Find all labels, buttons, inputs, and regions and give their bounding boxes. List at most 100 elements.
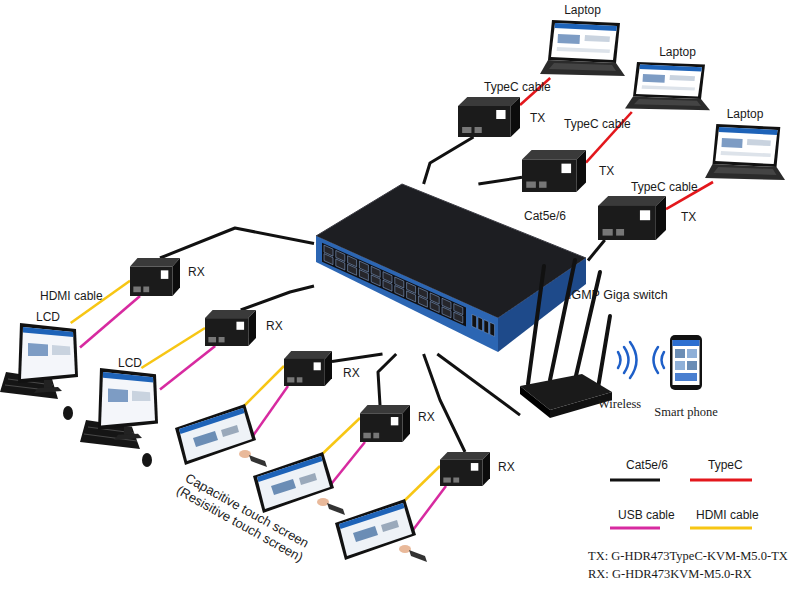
laptop-art — [713, 167, 776, 175]
laptop-art — [747, 139, 771, 146]
laptop-art — [643, 74, 666, 83]
wireless-router: Wireless — [520, 258, 612, 420]
touch-screen — [175, 404, 267, 467]
laptop-art — [551, 23, 617, 60]
extender-device — [360, 413, 403, 442]
smart-phone-art — [670, 335, 702, 390]
extender-device — [522, 150, 586, 159]
network-switch-art — [442, 307, 451, 318]
laptop-art — [713, 124, 781, 167]
laptop-art — [625, 62, 710, 112]
laptop-art — [625, 96, 710, 110]
laptop-art — [540, 20, 625, 78]
node-label: RX — [343, 366, 360, 380]
cable-line — [80, 296, 140, 348]
network-switch-art — [348, 264, 357, 275]
extender-device — [284, 359, 325, 386]
node-label: RX — [498, 460, 515, 474]
smart-phone-art — [687, 361, 697, 370]
laptop-art — [540, 60, 625, 76]
wireless-router-art — [520, 386, 550, 418]
extender-device — [360, 405, 410, 442]
smart-phone-art — [675, 361, 685, 370]
extender-device — [130, 267, 173, 296]
extender-device — [539, 182, 546, 188]
node-label: IGMP Giga switch — [568, 288, 668, 302]
extender-device — [208, 337, 216, 342]
touch-screen — [335, 499, 416, 560]
extender-device — [248, 310, 256, 346]
touch-screen — [257, 456, 330, 509]
cable-label: HDMI cable — [40, 289, 103, 303]
keyboard-mouse — [142, 453, 152, 467]
laptop-art — [549, 63, 616, 71]
touch-screen — [253, 452, 345, 515]
touch-screen — [253, 452, 334, 513]
extender-device — [462, 127, 471, 133]
network-switch-art — [316, 236, 498, 352]
extender-device — [133, 287, 141, 293]
laptop: Laptop — [705, 124, 785, 182]
extender-device — [440, 452, 490, 486]
touch-screen-wires — [240, 366, 446, 534]
extender-device — [205, 310, 256, 346]
network-switch-art — [383, 280, 392, 291]
extender-device — [391, 417, 399, 425]
legend-samples — [690, 527, 752, 530]
extender-device — [297, 377, 303, 382]
network-switch-art — [430, 301, 439, 312]
lcd-monitor-art — [28, 343, 48, 356]
rx-extender: RX — [130, 258, 180, 296]
laptop-art — [555, 23, 618, 31]
extender-device — [219, 337, 225, 342]
cable-label: TypeC cable — [631, 180, 698, 194]
node-label: LCD — [118, 356, 142, 370]
extender-device — [363, 433, 371, 439]
extender-device — [453, 478, 459, 483]
legend-label: HDMI cable — [696, 508, 759, 522]
laptop: Laptop — [625, 62, 710, 112]
legend-label: TypeC — [708, 458, 743, 472]
lcd-monitor-art — [34, 387, 62, 393]
cable-line — [160, 228, 314, 258]
touch-screen — [327, 503, 345, 515]
extender-device — [598, 196, 666, 206]
network-switch-art — [395, 285, 404, 296]
lcd-monitor-art — [44, 380, 52, 388]
smart-phone-art — [675, 373, 697, 381]
extender-device — [471, 463, 479, 471]
legend-label: Cat5e/6 — [626, 458, 668, 472]
laptop-art — [558, 34, 581, 44]
extender-device — [373, 433, 379, 439]
node-label: TX — [530, 111, 545, 125]
extender-device — [205, 318, 248, 346]
extender-device — [526, 182, 536, 188]
touch-screen-wires — [250, 386, 288, 440]
touch-screen — [299, 473, 317, 485]
node-label: Smart phone — [652, 405, 720, 419]
node-label: Laptop — [635, 45, 720, 59]
laptop-art — [585, 35, 611, 42]
tx-extender: TX — [458, 97, 520, 137]
network-switch-art — [322, 243, 495, 340]
wireless-router-art — [528, 260, 610, 388]
touch-screen — [335, 499, 427, 562]
network-switch-art — [359, 270, 368, 281]
touch-screen — [353, 526, 378, 542]
touch-screen — [193, 431, 218, 447]
rx-extender: RX — [284, 351, 332, 386]
cable-line — [378, 354, 396, 405]
extender-device — [458, 97, 520, 137]
laptop-art — [633, 62, 705, 99]
model-note: RX: G-HDR473KVM-M5.0-RX — [588, 567, 752, 581]
laptop-art — [636, 65, 702, 97]
extender-device — [440, 460, 483, 486]
smart-phone-art — [673, 340, 700, 385]
extender-device — [496, 110, 505, 119]
lcd-monitor-art — [103, 372, 153, 382]
laptop-art — [719, 127, 778, 135]
smart-phone-art — [673, 340, 700, 346]
extender-device — [522, 150, 586, 192]
lcd-monitor: LCD — [98, 368, 160, 440]
